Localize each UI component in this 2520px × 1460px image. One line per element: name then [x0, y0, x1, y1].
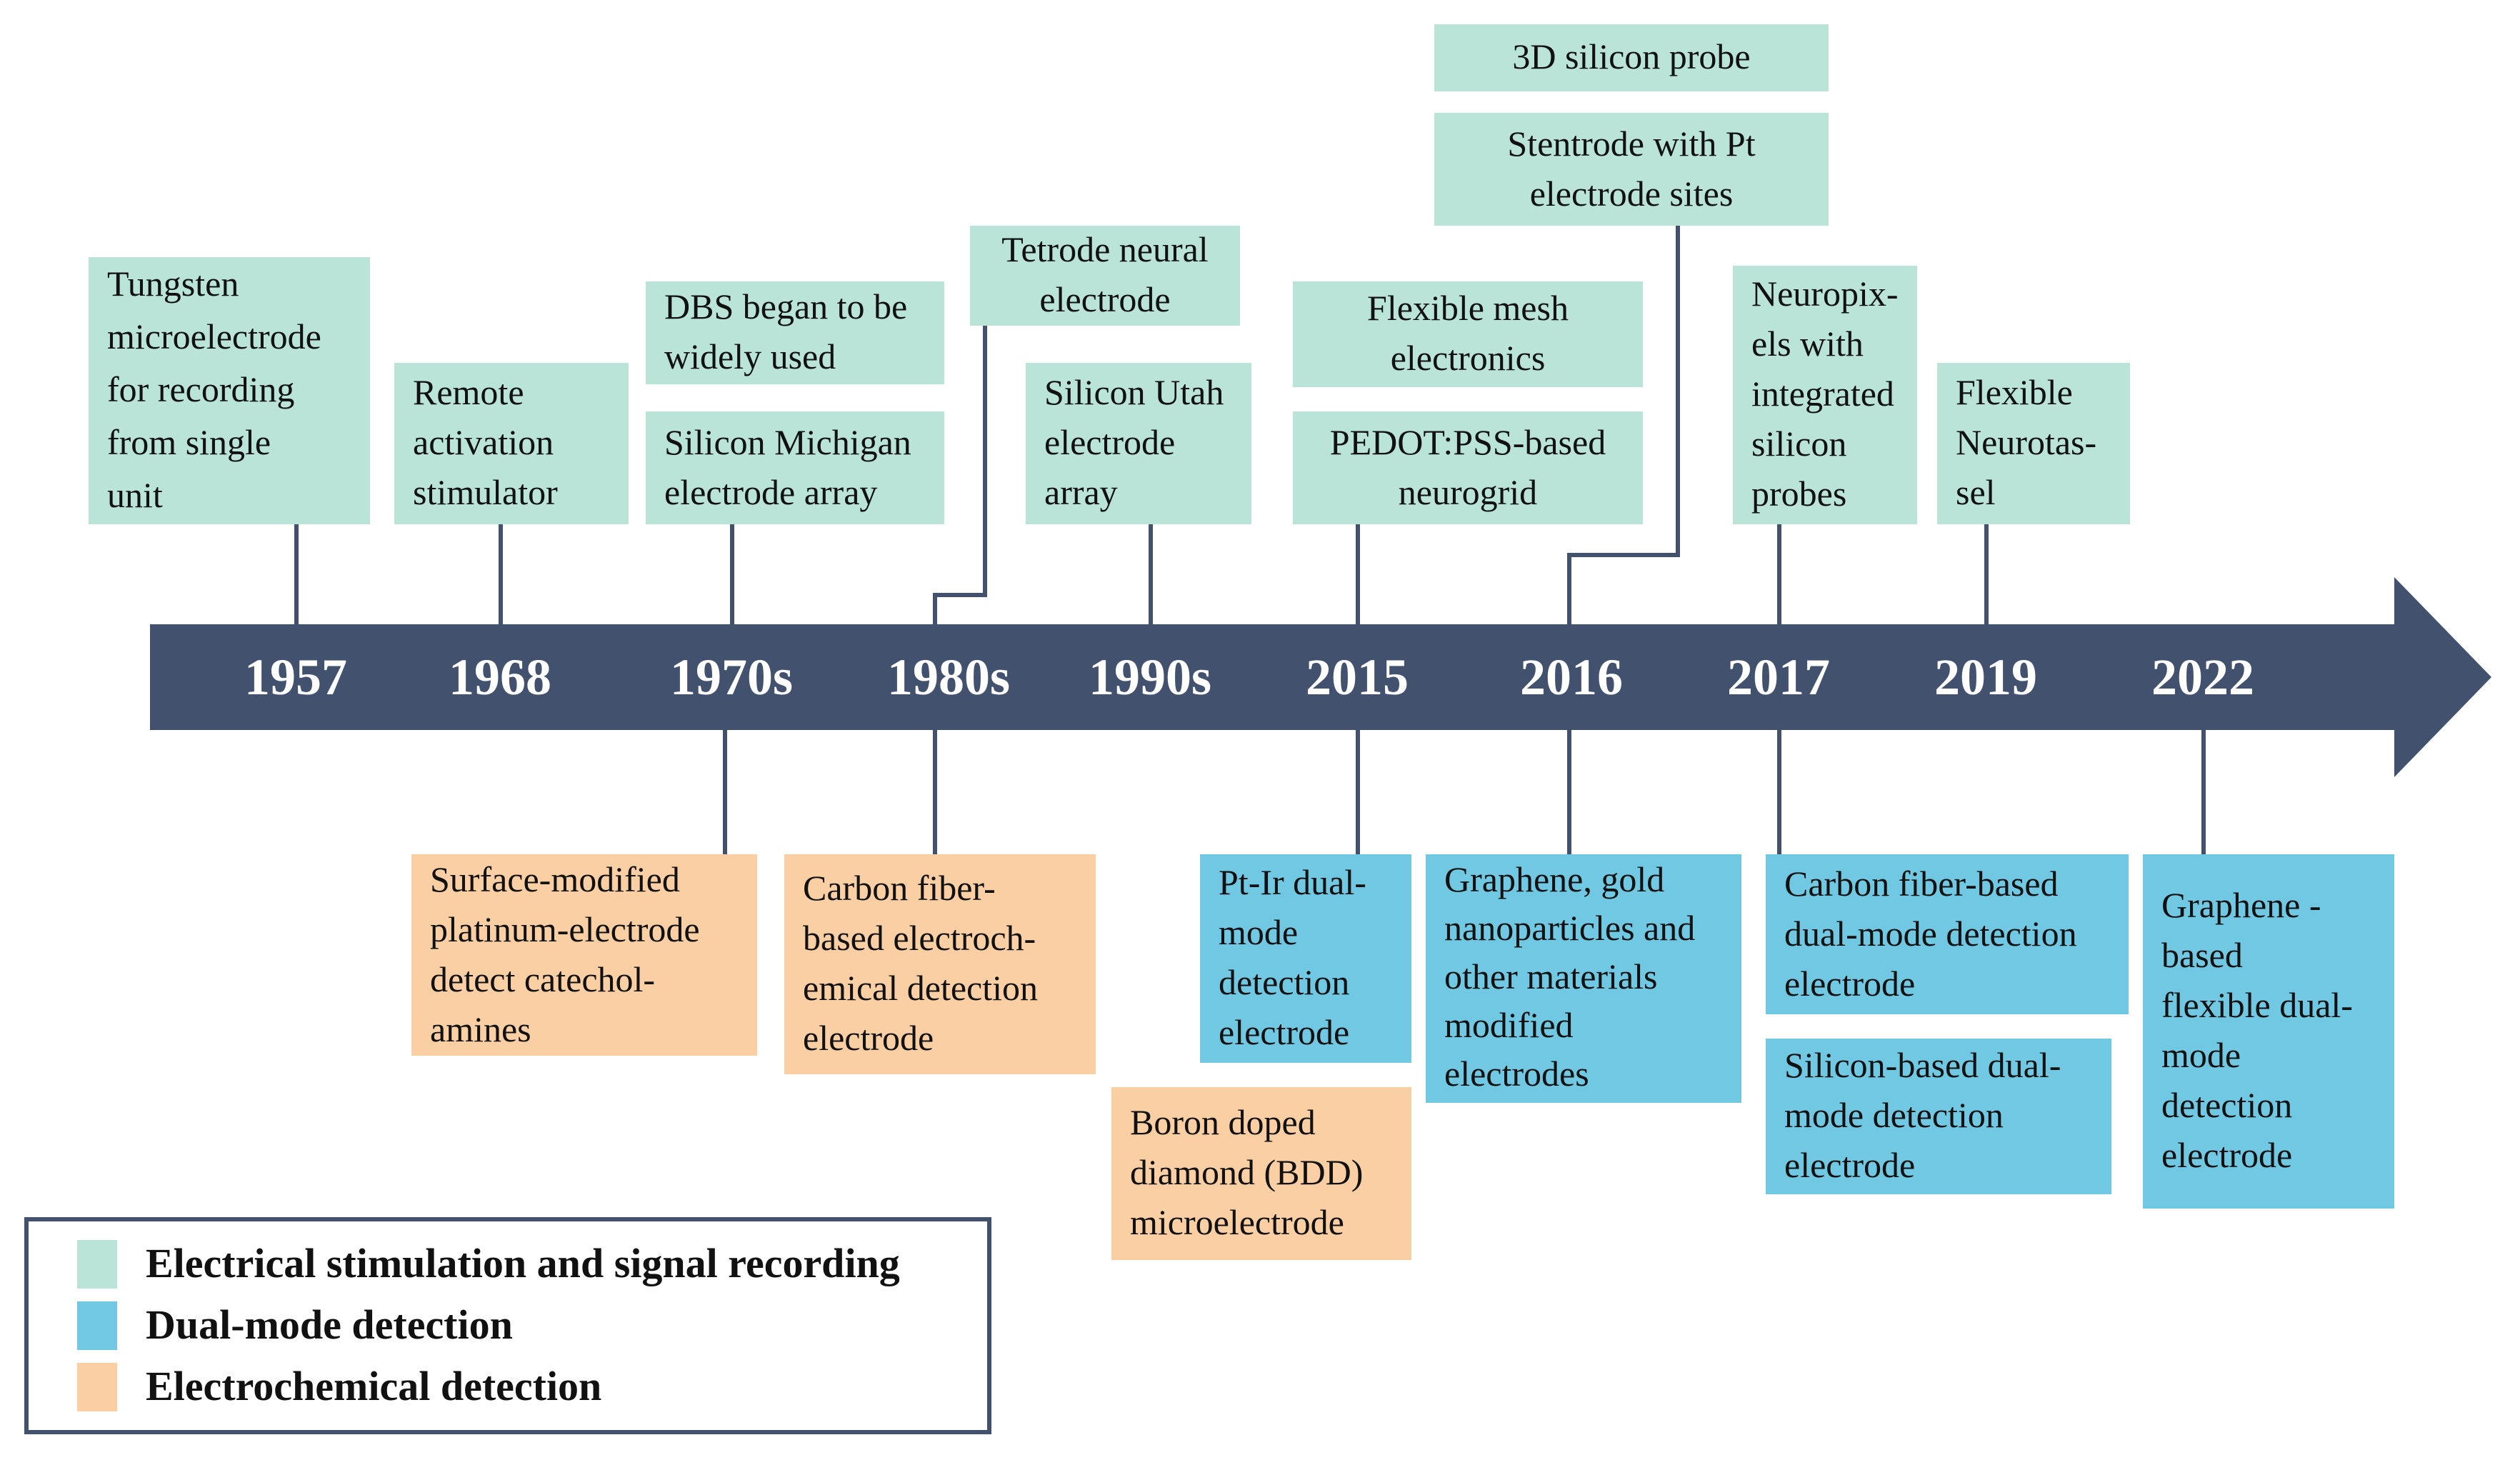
connector-2022-graphene-flexible — [2201, 730, 2206, 854]
event-box-3d-silicon-probe: 3D silicon probe — [1434, 24, 1829, 91]
connector-1970s-surface-modified — [723, 730, 727, 854]
event-box-remote-activation-stimulator: Remote activation stimulator — [394, 363, 629, 524]
event-box-flexible-mesh-electronics: Flexible mesh electronics — [1293, 281, 1643, 387]
connector-2016-stentrode-elbow — [1567, 553, 1571, 624]
event-box-flexible-neurotassel: Flexible Neurotas- sel — [1937, 363, 2130, 524]
connector-1980s-tetrode-elbow — [933, 593, 937, 624]
event-box-silicon-michigan-array: Silicon Michigan electrode array — [646, 411, 944, 524]
year-label-2016: 2016 — [1520, 649, 1623, 706]
event-box-carbon-fiber-dual-mode: Carbon fiber-based dual-mode detection e… — [1766, 854, 2129, 1014]
legend-label-electrochemical: Electrochemical detection — [146, 1364, 602, 1410]
event-box-neuropixels-silicon-probes: Neuropix- els with integrated silicon pr… — [1733, 266, 1917, 524]
year-label-1980s: 1980s — [886, 649, 1010, 706]
event-box-surface-modified-platinum: Surface-modified platinum-electrode dete… — [411, 854, 757, 1056]
legend-item-electrochemical: Electrochemical detection — [77, 1363, 987, 1411]
connector-1990s-utah — [1149, 524, 1153, 624]
year-label-2017: 2017 — [1727, 649, 1830, 706]
event-box-graphene-gold-nanoparticles: Graphene, gold nanoparticles and other m… — [1426, 854, 1741, 1103]
legend: Electrical stimulation and signal record… — [24, 1217, 991, 1434]
legend-label-dual-mode: Dual-mode detection — [146, 1303, 513, 1349]
event-box-stentrode-pt-sites: Stentrode with Pt electrode sites — [1434, 113, 1829, 226]
connector-2016-stentrode-elbow — [1567, 553, 1680, 557]
event-box-tetrode-neural-electrode: Tetrode neural electrode — [970, 226, 1240, 326]
year-label-2019: 2019 — [1934, 649, 2037, 706]
connector-1980s-carbon-fiber-ec — [933, 730, 937, 854]
connector-2015-pedot — [1356, 524, 1360, 624]
connector-1980s-tetrode-elbow — [933, 593, 987, 597]
legend-swatch-dual-mode — [77, 1301, 117, 1350]
connector-2019-neurotassel — [1984, 524, 1989, 624]
connector-1980s-tetrode-elbow — [983, 326, 987, 597]
connector-1970s-michigan — [730, 524, 734, 624]
connector-1957-tungsten — [294, 524, 299, 624]
timeline-arrowhead — [2394, 577, 2491, 777]
event-box-boron-doped-diamond: Boron doped diamond (BDD) microelectrode — [1111, 1087, 1411, 1260]
year-label-2022: 2022 — [2151, 649, 2254, 706]
legend-item-dual-mode: Dual-mode detection — [77, 1301, 987, 1350]
year-label-1970s: 1970s — [669, 649, 793, 706]
legend-swatch-electrical-stimulation — [77, 1240, 117, 1289]
event-box-dbs-widely-used: DBS began to be widely used — [646, 281, 944, 384]
year-label-1990s: 1990s — [1088, 649, 1211, 706]
legend-label-electrical-stimulation: Electrical stimulation and signal record… — [146, 1241, 900, 1287]
event-box-tungsten-microelectrode: Tungsten microelectrode for recording fr… — [89, 257, 370, 524]
event-box-graphene-flexible-dual-mode: Graphene - based flexible dual- mode det… — [2143, 854, 2394, 1209]
legend-swatch-electrochemical — [77, 1363, 117, 1411]
timeline-bar — [150, 624, 2394, 730]
event-box-carbon-fiber-electrochemical: Carbon fiber- based electroch- emical de… — [784, 854, 1096, 1074]
event-box-silicon-dual-mode: Silicon-based dual- mode detection elect… — [1766, 1039, 2111, 1194]
connector-2017-neuropixels — [1777, 524, 1781, 624]
connector-2015-pt-ir — [1356, 730, 1360, 854]
event-box-pedot-pss-neurogrid: PEDOT:PSS-based neurogrid — [1293, 411, 1643, 524]
event-box-pt-ir-dual-mode: Pt-Ir dual- mode detection electrode — [1200, 854, 1411, 1063]
event-box-silicon-utah-array: Silicon Utah electrode array — [1026, 363, 1251, 524]
year-label-1957: 1957 — [244, 649, 347, 706]
connector-2017-carbon-dual — [1777, 730, 1781, 854]
connector-2016-graphene-gold — [1567, 730, 1571, 854]
year-label-2015: 2015 — [1306, 649, 1409, 706]
year-label-1968: 1968 — [449, 649, 551, 706]
legend-item-electrical-stimulation: Electrical stimulation and signal record… — [77, 1240, 987, 1289]
connector-2016-stentrode-elbow — [1676, 226, 1680, 557]
connector-1968-remote — [499, 524, 503, 624]
